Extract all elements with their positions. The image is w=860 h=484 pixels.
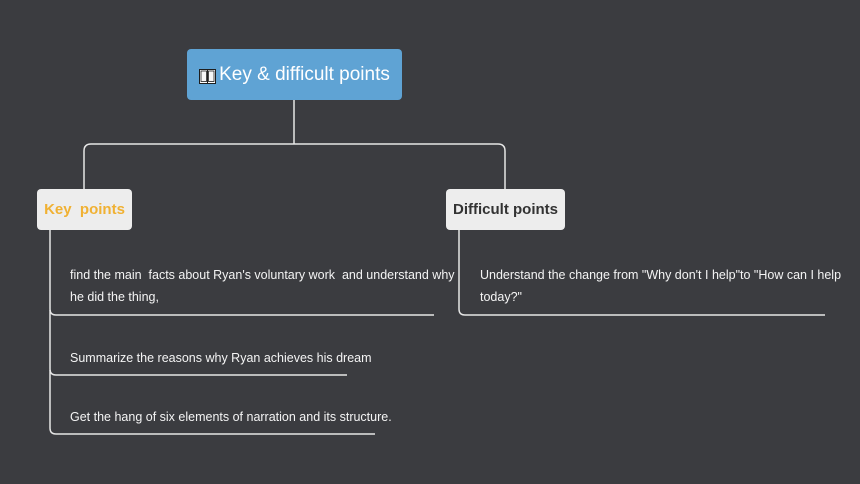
root-topic[interactable]: Key & difficult points	[187, 49, 402, 100]
connector-key-item-3	[49, 370, 375, 435]
branch-key-points[interactable]: Key points	[37, 189, 132, 230]
key-point-item-2[interactable]: Summarize the reasons why Ryan achieves …	[70, 347, 372, 369]
branch-difficult-points[interactable]: Difficult points	[446, 189, 565, 230]
difficult-point-item-1-line-1: Understand the change from "Why don't I …	[480, 268, 842, 282]
key-point-item-1[interactable]: find the main facts about Ryan's volunta…	[70, 264, 455, 308]
connector-branches	[83, 143, 506, 189]
difficult-point-item-1-line-2: today?"	[480, 290, 522, 304]
branch-key-points-label: Key points	[44, 201, 125, 218]
connector-key-item-2	[49, 310, 347, 376]
key-point-item-3-text: Get the hang of six elements of narratio…	[70, 410, 392, 424]
key-point-item-3[interactable]: Get the hang of six elements of narratio…	[70, 406, 392, 428]
difficult-point-item-1[interactable]: Understand the change from "Why don't I …	[480, 264, 841, 308]
connector-key-item-1	[49, 230, 434, 316]
connector-difficult-item-1	[458, 230, 825, 316]
key-point-item-1-line-1: find the main facts about Ryan's volunta…	[70, 268, 455, 282]
key-point-item-1-line-2: he did the thing,	[70, 290, 159, 304]
key-point-item-2-text: Summarize the reasons why Ryan achieves …	[70, 351, 372, 365]
branch-difficult-points-label: Difficult points	[453, 201, 558, 218]
root-title: Key & difficult points	[219, 63, 390, 85]
book-icon	[199, 68, 217, 84]
